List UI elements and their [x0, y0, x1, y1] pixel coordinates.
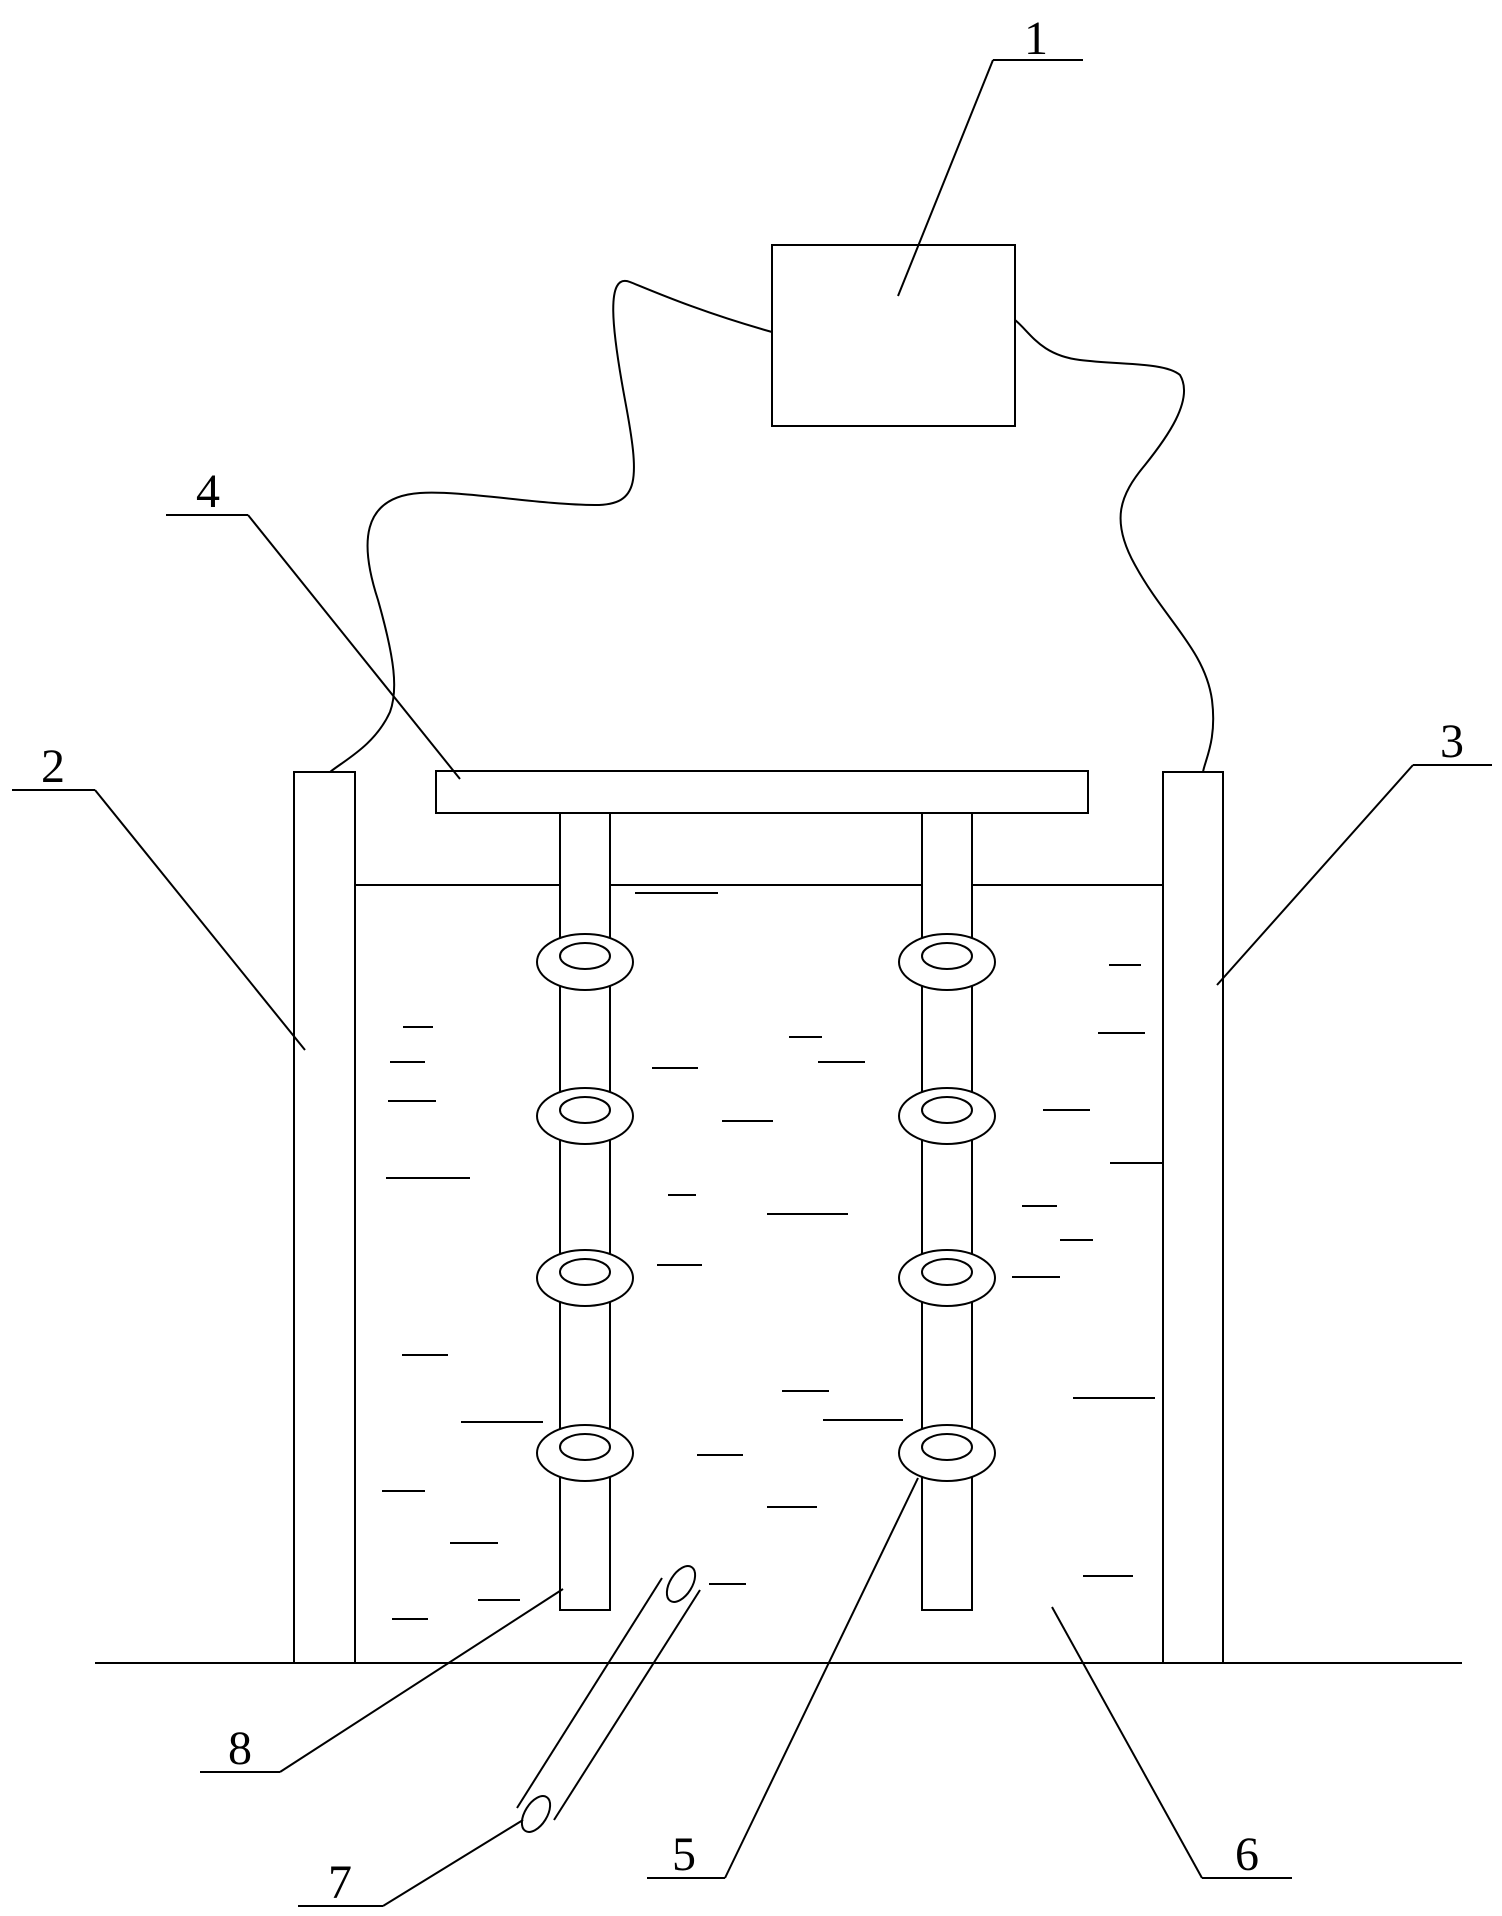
right-wire: [1014, 319, 1215, 773]
right-rod: [921, 812, 973, 1611]
ring: [898, 1249, 996, 1307]
right-rod-rings: [898, 933, 996, 1482]
liquid-marks: [382, 892, 1162, 1620]
label-2: 2: [41, 740, 65, 793]
ring: [536, 1087, 634, 1145]
ring: [536, 933, 634, 991]
power-supply-box: [771, 244, 1016, 427]
left-rod: [559, 812, 611, 1611]
support-plate: [435, 770, 1089, 814]
label-5: 5: [672, 1828, 696, 1881]
ring: [898, 1424, 996, 1482]
left-wire: [329, 279, 773, 773]
ring: [898, 933, 996, 991]
label-6: 6: [1235, 1828, 1259, 1881]
ring: [536, 1424, 634, 1482]
label-4: 4: [196, 465, 220, 518]
leader-lines: [12, 59, 1492, 1907]
right-electrode: [1162, 771, 1224, 1664]
label-8: 8: [228, 1722, 252, 1775]
label-1: 1: [1024, 12, 1048, 65]
label-3: 3: [1440, 715, 1464, 768]
left-rod-rings: [536, 933, 634, 1482]
inlet-pipe: [516, 1565, 701, 1833]
ring: [536, 1249, 634, 1307]
ring: [898, 1087, 996, 1145]
label-7: 7: [328, 1856, 352, 1909]
left-electrode: [293, 771, 356, 1664]
